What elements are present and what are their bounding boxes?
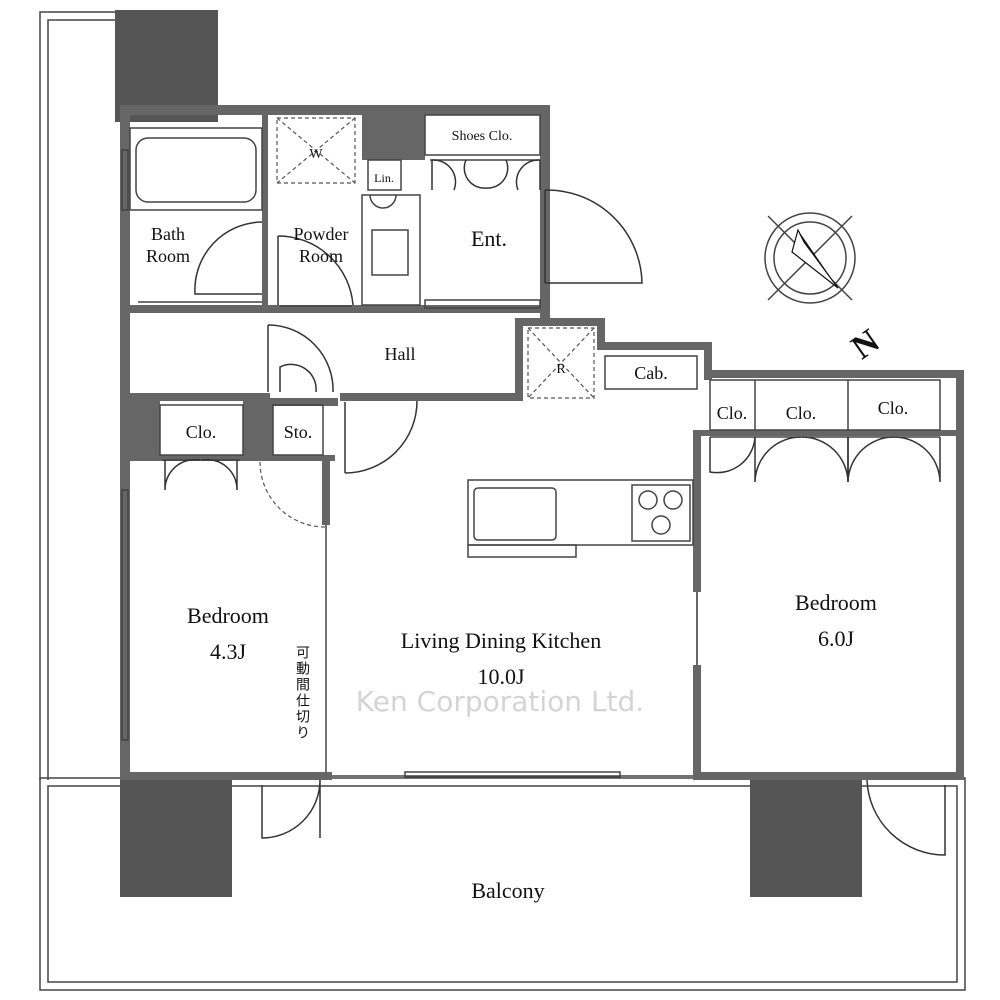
refrigerator-space (527, 327, 595, 399)
closet-left-label: Clo. (186, 422, 217, 442)
balcony-label: Balcony (471, 878, 544, 903)
powder-door (277, 235, 354, 307)
powder-room-label-1: Powder (294, 224, 349, 244)
closet-right-label-2: Clo. (786, 403, 817, 423)
hall-doors (267, 324, 418, 474)
shoes-closet (424, 114, 541, 191)
compass (764, 212, 856, 304)
shoes-closet-label: Shoes Clo. (452, 129, 513, 144)
bedroom-right-size: 6.0J (818, 626, 855, 651)
ldk-name: Living Dining Kitchen (401, 628, 601, 653)
powder-room-label-2: Room (299, 246, 343, 266)
cabinet-label: Cab. (634, 363, 668, 383)
watermark: Ken Corporation Ltd. (356, 685, 644, 718)
bath-door (138, 221, 263, 303)
windows (121, 149, 698, 778)
washer-label: W (309, 147, 323, 162)
bathtub (129, 127, 263, 211)
left-closet (159, 404, 244, 491)
bath-room-label-2: Room (146, 246, 190, 266)
storage (272, 404, 324, 456)
walls (120, 105, 964, 780)
linen-label: Lin. (374, 171, 394, 185)
storage-label: Sto. (284, 422, 313, 442)
kitchen-counter (467, 479, 694, 558)
hall-label: Hall (385, 344, 416, 364)
bedroom-left-size: 4.3J (210, 639, 247, 664)
pillars (115, 10, 862, 897)
ldk-size: 10.0J (477, 664, 525, 689)
entrance-door (424, 189, 643, 309)
bedroom-left-name: Bedroom (187, 603, 269, 628)
closet-right-label-1: Clo. (717, 403, 748, 423)
balcony-doors (261, 779, 946, 856)
outer-boundary (39, 11, 966, 991)
right-closets (709, 379, 941, 483)
entrance-label: Ent. (471, 226, 507, 251)
bedroom-right-name: Bedroom (795, 590, 877, 615)
vanity (361, 159, 421, 306)
bedroom-left-door (259, 461, 326, 528)
compass-north-label: N (845, 322, 887, 367)
cabinet (604, 355, 698, 390)
closet-right-label-3: Clo. (878, 398, 909, 418)
washer-space (276, 117, 356, 184)
refrigerator-label: R (556, 362, 566, 377)
bath-room-label-1: Bath (151, 224, 185, 244)
movable-partition-label: 可動間仕切り (294, 645, 310, 741)
